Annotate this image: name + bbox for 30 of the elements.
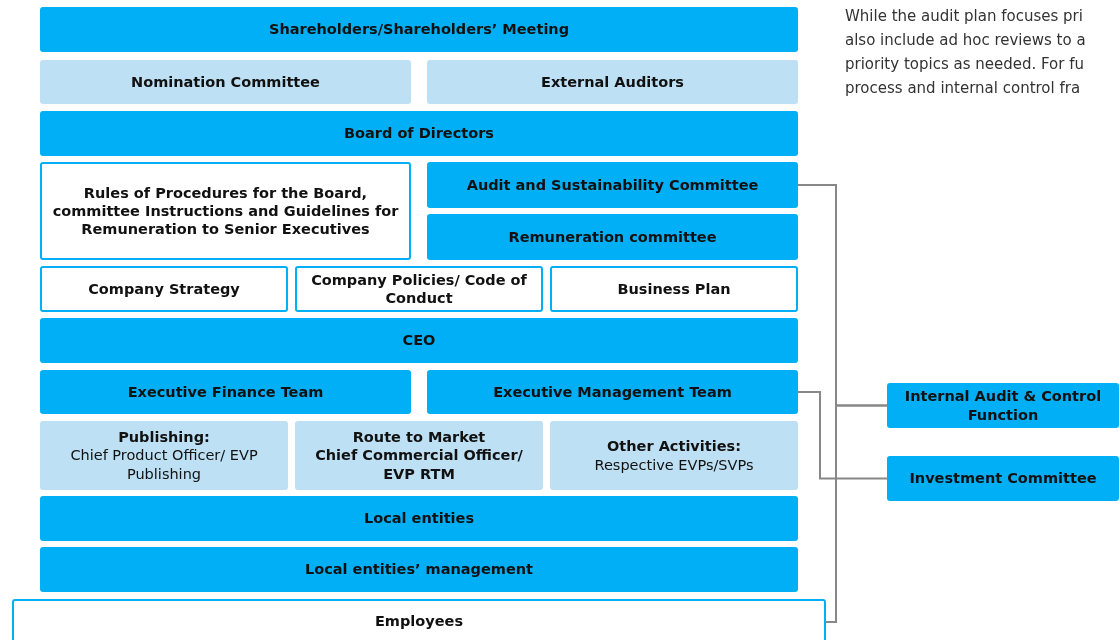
org-box	[295, 421, 543, 490]
org-box: Nomination Committee	[40, 60, 411, 104]
box-text: Chief Commercial Officer/ EVP RTM	[314, 446, 524, 483]
org-box: Company Policies/ Code of Conduct	[295, 266, 543, 312]
org-box: Local entities’ management	[40, 547, 798, 592]
org-box: Internal Audit & Control Function	[887, 383, 1119, 428]
org-box: Remuneration committee	[427, 214, 798, 260]
box-heading: Route to Market	[352, 428, 486, 447]
org-box: Business Plan	[550, 266, 798, 312]
box-text: Chief Product Officer/ EVP Publishing	[69, 446, 259, 483]
org-box: CEO	[40, 318, 798, 363]
org-box	[550, 421, 798, 490]
org-box	[40, 421, 288, 490]
org-box: Executive Finance Team	[40, 370, 411, 414]
connector-line	[797, 391, 888, 480]
org-box: Employees	[12, 599, 826, 640]
org-box: Local entities	[40, 496, 798, 541]
org-box: Rules of Procedures for the Board, committee Instructions and Guidelines for Remuneration to Senior Executives	[40, 162, 411, 260]
box-heading: Other Activities:	[607, 437, 741, 456]
org-box: External Auditors	[427, 60, 798, 104]
note-paragraph: While the audit plan focuses pri also include ad hoc reviews to a priority topics as needed. For fu process and internal control fra	[845, 6, 1087, 99]
org-box: Investment Committee	[887, 456, 1119, 501]
box-text: Respective EVPs/SVPs	[594, 455, 754, 474]
connector-line	[825, 404, 888, 623]
box-heading: Publishing:	[118, 428, 210, 447]
org-box: Company Strategy	[40, 266, 288, 312]
org-box: Board of Directors	[40, 111, 798, 156]
org-box: Audit and Sustainability Committee	[427, 162, 798, 208]
org-box: Shareholders/Shareholders’ Meeting	[40, 7, 798, 52]
org-box: Executive Management Team	[427, 370, 798, 414]
